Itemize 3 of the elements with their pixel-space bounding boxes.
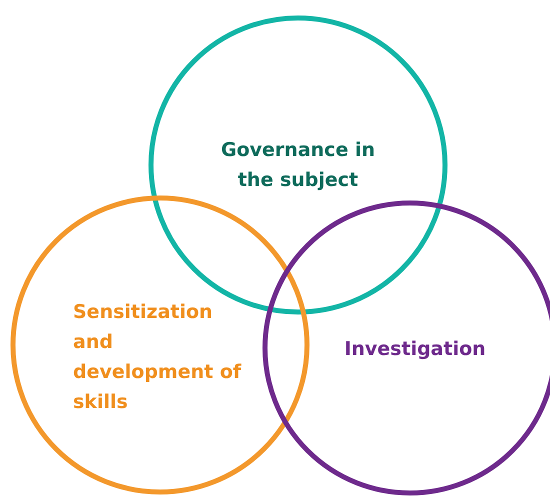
- circle-label: Governance in the subject: [220, 138, 376, 193]
- circle-label: Sensitization and development of skills: [73, 300, 242, 415]
- circle-label: Investigation: [343, 337, 487, 362]
